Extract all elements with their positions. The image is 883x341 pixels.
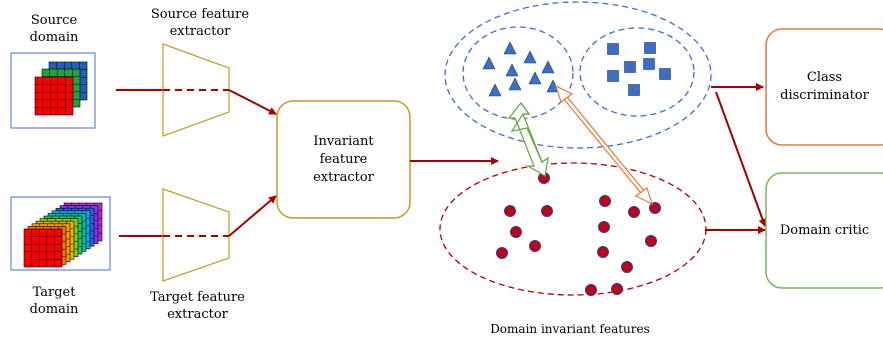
invariant-extractor-label: Invariant feature extractor: [313, 133, 374, 185]
target-feature-extractor: [162, 188, 230, 282]
square-points: [607, 42, 671, 96]
target-domain-label: Target domain: [29, 285, 79, 317]
target-points: [496, 172, 661, 296]
class-discriminator-box: [765, 28, 883, 146]
target-feature-cluster: [439, 162, 707, 296]
source-to-invariant-arrow: [228, 89, 277, 115]
triangle-points: [482, 41, 560, 97]
target-image-icon: [10, 196, 111, 271]
source-extractor-label: Source feature extractor: [150, 7, 250, 39]
source-image-icon: [10, 52, 96, 129]
source-to-critic-arrow: [715, 91, 767, 227]
domain-critic-box: [765, 172, 883, 289]
triangle-class-cluster: [462, 26, 574, 120]
source-feature-cluster: [444, 1, 712, 149]
orange-alignment-arrow: [555, 84, 653, 206]
target-extractor-label: Target feature extractor: [150, 290, 245, 322]
source-feature-extractor: [162, 43, 230, 137]
square-class-cluster: [579, 27, 695, 117]
invariant-feature-extractor-box: [276, 100, 411, 219]
domain-invariant-features-label: Domain invariant features: [490, 322, 650, 336]
class-discriminator-label: Class discriminator: [780, 70, 869, 103]
target-to-invariant-arrow: [228, 195, 277, 237]
green-alignment-arrow: [507, 101, 549, 178]
source-domain-label: Source domain: [29, 13, 79, 45]
domain-critic-label: Domain critic: [779, 222, 870, 238]
